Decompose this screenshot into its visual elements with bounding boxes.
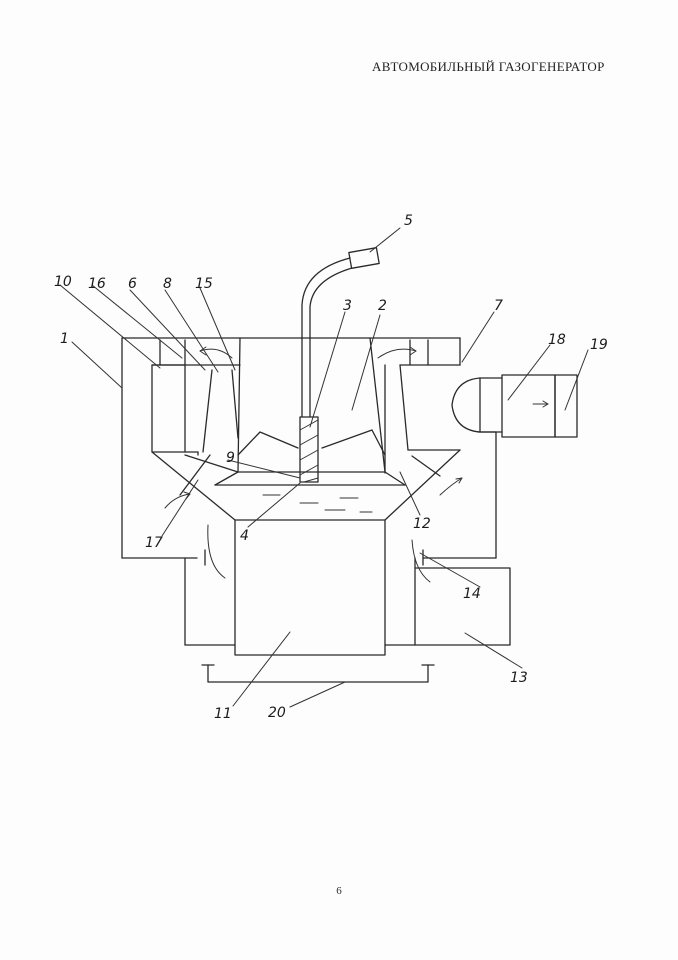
right-chamber <box>384 339 461 474</box>
central-hopper <box>237 337 386 473</box>
label-6: 6 <box>128 276 137 292</box>
page-number: 6 <box>336 885 342 897</box>
leader-lines <box>59 227 589 708</box>
label-13: 13 <box>510 670 528 686</box>
label-8: 8 <box>163 276 172 292</box>
label-18: 18 <box>548 332 566 348</box>
flow-arrows <box>164 346 549 509</box>
label-3: 3 <box>343 298 352 314</box>
combustion-zone <box>151 449 461 521</box>
label-12: 12 <box>413 516 431 532</box>
label-14: 14 <box>463 586 481 602</box>
label-1: 1 <box>60 331 69 347</box>
page-title: АВТОМОБИЛЬНЫЙ ГАЗОГЕНЕРАТОР <box>372 59 605 74</box>
part-labels: 1 2 3 4 5 6 7 8 9 10 11 12 13 14 15 16 1… <box>54 213 608 722</box>
label-9: 9 <box>226 450 235 466</box>
gas-outlet <box>451 374 578 438</box>
label-4: 4 <box>240 528 249 544</box>
label-19: 19 <box>590 337 608 353</box>
label-17: 17 <box>145 535 163 551</box>
base-plate <box>201 664 435 683</box>
label-10: 10 <box>54 274 72 290</box>
label-2: 2 <box>378 298 387 314</box>
label-11: 11 <box>214 706 232 722</box>
label-7: 7 <box>494 298 503 314</box>
label-20: 20 <box>268 705 286 721</box>
lower-assembly <box>184 519 511 656</box>
left-chamber <box>151 339 241 453</box>
label-16: 16 <box>88 276 106 292</box>
label-15: 15 <box>195 276 213 292</box>
outer-housing <box>121 337 497 559</box>
heater-element <box>299 247 380 483</box>
label-5: 5 <box>404 213 413 229</box>
